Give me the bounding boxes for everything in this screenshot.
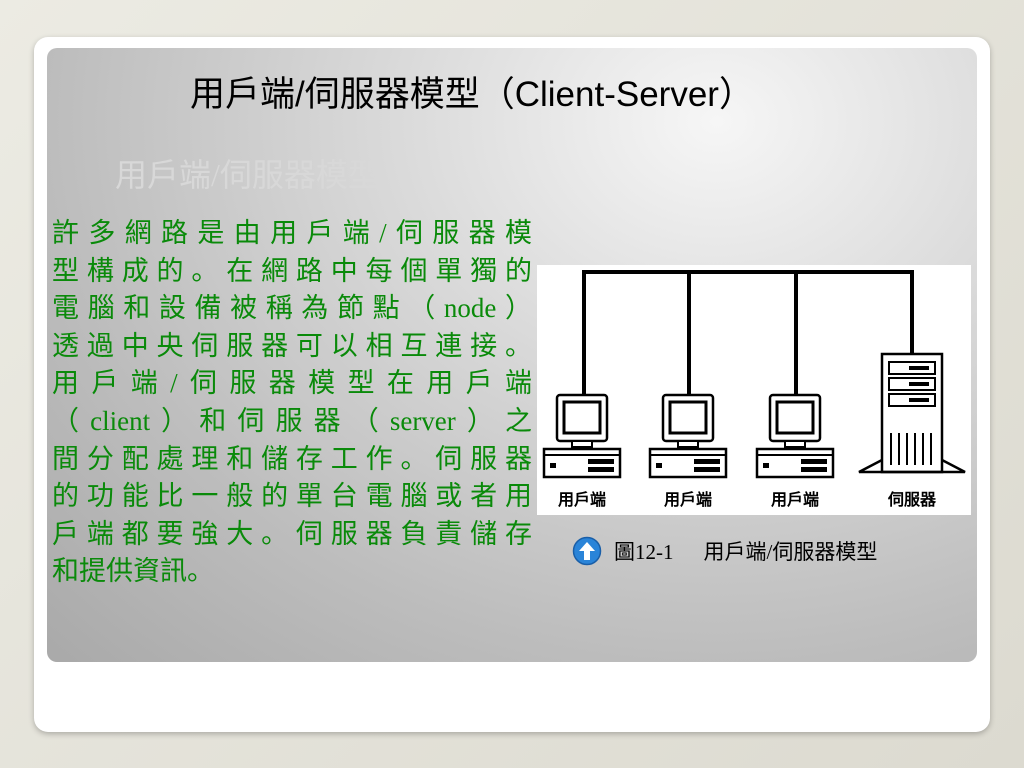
server-label: 伺服器 xyxy=(887,490,937,509)
client-label: 用戶端 xyxy=(664,490,712,509)
network-bus xyxy=(582,270,914,395)
client-label: 用戶端 xyxy=(558,490,606,509)
body-line: （client）和伺服器（server）之 xyxy=(52,405,532,436)
body-line: 和提供資訊。 xyxy=(52,556,214,587)
network-diagram: 用戶端 用戶端 用戶端 伺服器 xyxy=(537,265,971,515)
figure-caption: 圖12-1 用戶端/伺服器模型 xyxy=(572,536,877,566)
caption-number: 圖12-1 xyxy=(614,540,674,564)
slide-title: 用戶端/伺服器模型（Client-Server） xyxy=(190,75,754,114)
body-line: 的功能比一般的單台電腦或者用 xyxy=(52,481,532,512)
body-line: 間分配處理和儲存工作。伺服器 xyxy=(52,443,532,474)
client-computer-icon xyxy=(542,393,622,479)
client-computer-icon xyxy=(648,393,728,479)
body-line: 戶端都要強大。伺服器負責儲存 xyxy=(52,518,532,549)
caption-text: 用戶端/伺服器模型 xyxy=(703,540,878,564)
body-line: 型構成的。在網路中每個單獨的 xyxy=(52,255,532,286)
body-line: 許多網路是由用戶端/伺服器模 xyxy=(52,218,532,248)
up-arrow-circle-icon[interactable] xyxy=(572,536,602,566)
slide-subtitle: 用戶端/伺服器模型 xyxy=(115,157,380,193)
body-text: 許多網路是由用戶端/伺服器模 型構成的。在網路中每個單獨的 電腦和設備被稱為節點… xyxy=(52,215,532,591)
server-tower-icon xyxy=(858,352,966,474)
body-line: 透過中央伺服器可以相互連接。 xyxy=(52,330,532,361)
client-label: 用戶端 xyxy=(771,490,819,509)
body-line: 電腦和設備被稱為節點（node） xyxy=(52,293,532,324)
body-line: 用戶端/伺服器模型在用戶端 xyxy=(52,368,532,399)
client-computer-icon xyxy=(755,393,835,479)
